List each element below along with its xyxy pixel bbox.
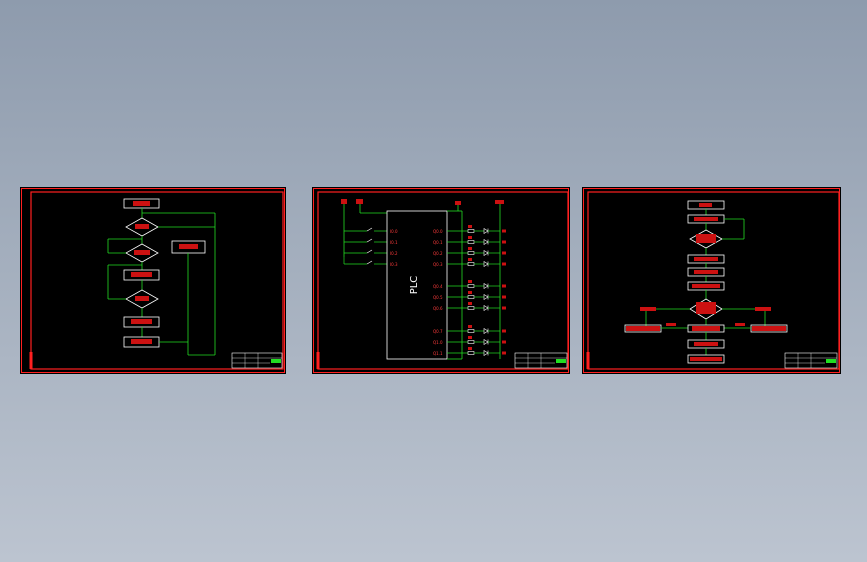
inner-border	[587, 191, 840, 370]
output-supply-label	[495, 200, 504, 204]
resistor-symbol	[467, 262, 475, 266]
led-label	[502, 351, 506, 355]
resistor-label	[468, 258, 472, 261]
led-label	[502, 240, 506, 244]
resistor-symbol	[467, 240, 475, 244]
flowchart-right-drawing	[583, 188, 840, 373]
output-label: Q1.1	[433, 351, 443, 356]
inner-border	[30, 191, 284, 370]
resistor-label	[468, 347, 472, 350]
led-label	[502, 262, 506, 266]
drawing-sheet-flowchart-left	[20, 187, 286, 374]
output-label: Q0.1	[433, 240, 443, 245]
resistor-symbol	[467, 251, 475, 255]
output-terminal-labels: Q0.0 Q0.1 Q0.2 Q0.3 Q0.4 Q0.5 Q0.6 Q0.7 …	[433, 229, 443, 356]
resistor-label	[468, 280, 472, 283]
output-label: Q0.6	[433, 306, 443, 311]
resistor-label	[468, 236, 472, 239]
resistor-label	[468, 302, 472, 305]
output-label: Q0.5	[433, 295, 443, 300]
resistor-label	[468, 325, 472, 328]
title-block	[784, 352, 838, 369]
led-label	[502, 229, 506, 233]
input-label: I0.2	[390, 251, 398, 256]
input-label: I0.3	[390, 262, 398, 267]
input-label: I0.0	[390, 229, 398, 234]
led-icon	[483, 338, 489, 346]
flowchart-right-blocks	[624, 200, 788, 364]
resistor-symbol	[467, 306, 475, 310]
input-switches	[343, 227, 387, 265]
led-icon	[483, 227, 489, 235]
resistor-symbol	[467, 229, 475, 233]
led-icon	[483, 249, 489, 257]
resistor-label	[468, 291, 472, 294]
title-block	[514, 352, 568, 369]
output-common-label	[455, 201, 461, 205]
resistor-label	[468, 225, 472, 228]
drawing-sheet-flowchart-right	[582, 187, 841, 374]
plc-box	[386, 210, 448, 360]
resistor-label	[468, 247, 472, 250]
resistor-symbol	[467, 295, 475, 299]
led-icon	[483, 282, 489, 290]
power-label-left	[341, 199, 347, 204]
led-icon	[483, 327, 489, 335]
output-rungs	[447, 225, 506, 357]
led-icon	[483, 304, 489, 312]
resistor-label	[468, 336, 472, 339]
led-label	[502, 284, 506, 288]
led-icon	[483, 238, 489, 246]
output-label: Q1.0	[433, 340, 443, 345]
resistor-symbol	[467, 340, 475, 344]
flowchart-left-blocks	[107, 198, 216, 356]
led-label	[502, 295, 506, 299]
input-terminal-labels: I0.0 I0.1 I0.2 I0.3	[390, 229, 398, 267]
power-label-right	[356, 199, 363, 204]
resistor-symbol	[467, 284, 475, 288]
led-label	[502, 306, 506, 310]
resistor-symbol	[467, 351, 475, 355]
led-icon	[483, 293, 489, 301]
resistor-symbol	[467, 329, 475, 333]
input-label: I0.1	[390, 240, 398, 245]
plc-label: PLC	[409, 276, 420, 295]
led-label	[502, 329, 506, 333]
led-label	[502, 340, 506, 344]
led-label	[502, 251, 506, 255]
led-icon	[483, 260, 489, 268]
inner-border	[317, 191, 569, 370]
output-label: Q0.2	[433, 251, 443, 256]
plc-wiring-drawing: PLC I0.0 I0.1 I0.2 I0.3 Q0.0 Q0.1 Q0.2 Q…	[313, 188, 569, 373]
output-label: Q0.4	[433, 284, 443, 289]
outer-border	[21, 188, 285, 373]
flowchart-left-drawing	[21, 188, 285, 373]
output-label: Q0.7	[433, 329, 443, 334]
title-block	[231, 352, 283, 369]
led-icon	[483, 349, 489, 357]
output-label: Q0.3	[433, 262, 443, 267]
drawing-sheet-plc-wiring: PLC I0.0 I0.1 I0.2 I0.3 Q0.0 Q0.1 Q0.2 Q…	[312, 187, 570, 374]
output-label: Q0.0	[433, 229, 443, 234]
